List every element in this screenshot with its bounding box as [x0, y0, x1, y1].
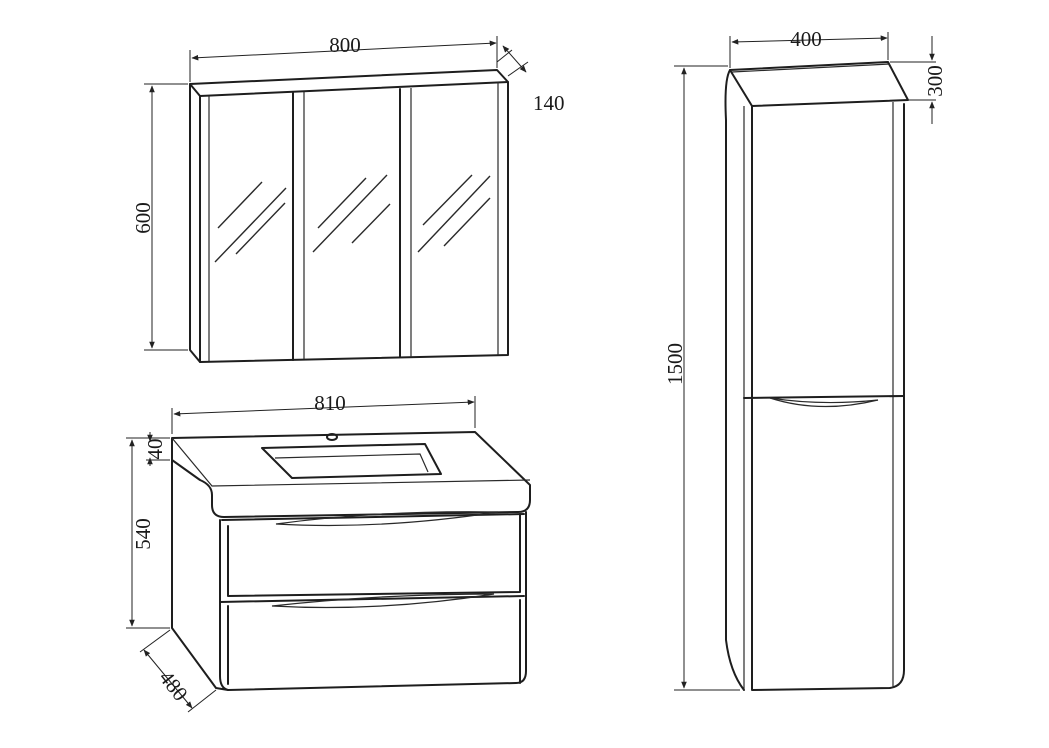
tall-height-dimension: 1500 [663, 65, 740, 691]
basin-top-thickness-dimension: 40 [143, 432, 170, 466]
basin-countertop [171, 431, 531, 518]
lower-drawer-handle [271, 593, 495, 609]
tall-cabinet-door-split [743, 395, 905, 399]
upper-drawer [227, 513, 521, 597]
tap-hole [326, 433, 338, 441]
mirror-depth-dimension: 140 [496, 45, 565, 115]
tall-height-label: 1500 [663, 343, 687, 385]
upper-drawer-handle [275, 511, 499, 527]
basin-width-label: 810 [314, 391, 346, 415]
basin-top-thickness-label: 40 [143, 439, 167, 460]
tall-depth-dimension: 300 [890, 36, 947, 124]
mirror-reflection-marks [214, 174, 491, 263]
basin-carcass-front [227, 511, 527, 691]
mirror-height-label: 600 [131, 202, 155, 234]
mirror-height-dimension: 600 [131, 83, 188, 351]
tall-width-label: 400 [790, 27, 822, 51]
mirror-depth-label: 140 [533, 91, 565, 115]
lower-drawer [227, 599, 521, 685]
mirror-cabinet-body [189, 81, 509, 363]
basin-height-dimension: 540 [126, 437, 170, 629]
tall-cabinet-handle [769, 397, 879, 408]
mirror-width-label: 800 [329, 33, 361, 57]
mirror-cabinet [189, 69, 509, 363]
mirror-width-dimension: 800 [189, 33, 498, 82]
tall-cabinet-top [729, 61, 909, 107]
tall-cabinet [724, 61, 909, 691]
basin-carcass-side [171, 459, 229, 691]
tall-cabinet-front [751, 103, 905, 691]
basin-height-label: 540 [131, 518, 155, 550]
basin-unit [171, 431, 531, 691]
sink-basin [261, 443, 442, 479]
basin-depth-label: 480 [154, 666, 192, 706]
tall-width-dimension: 400 [729, 27, 889, 68]
mirror-cabinet-top [189, 69, 509, 97]
tall-cabinet-side [724, 69, 745, 691]
basin-width-dimension: 810 [171, 391, 476, 434]
tall-depth-label: 300 [923, 65, 947, 97]
